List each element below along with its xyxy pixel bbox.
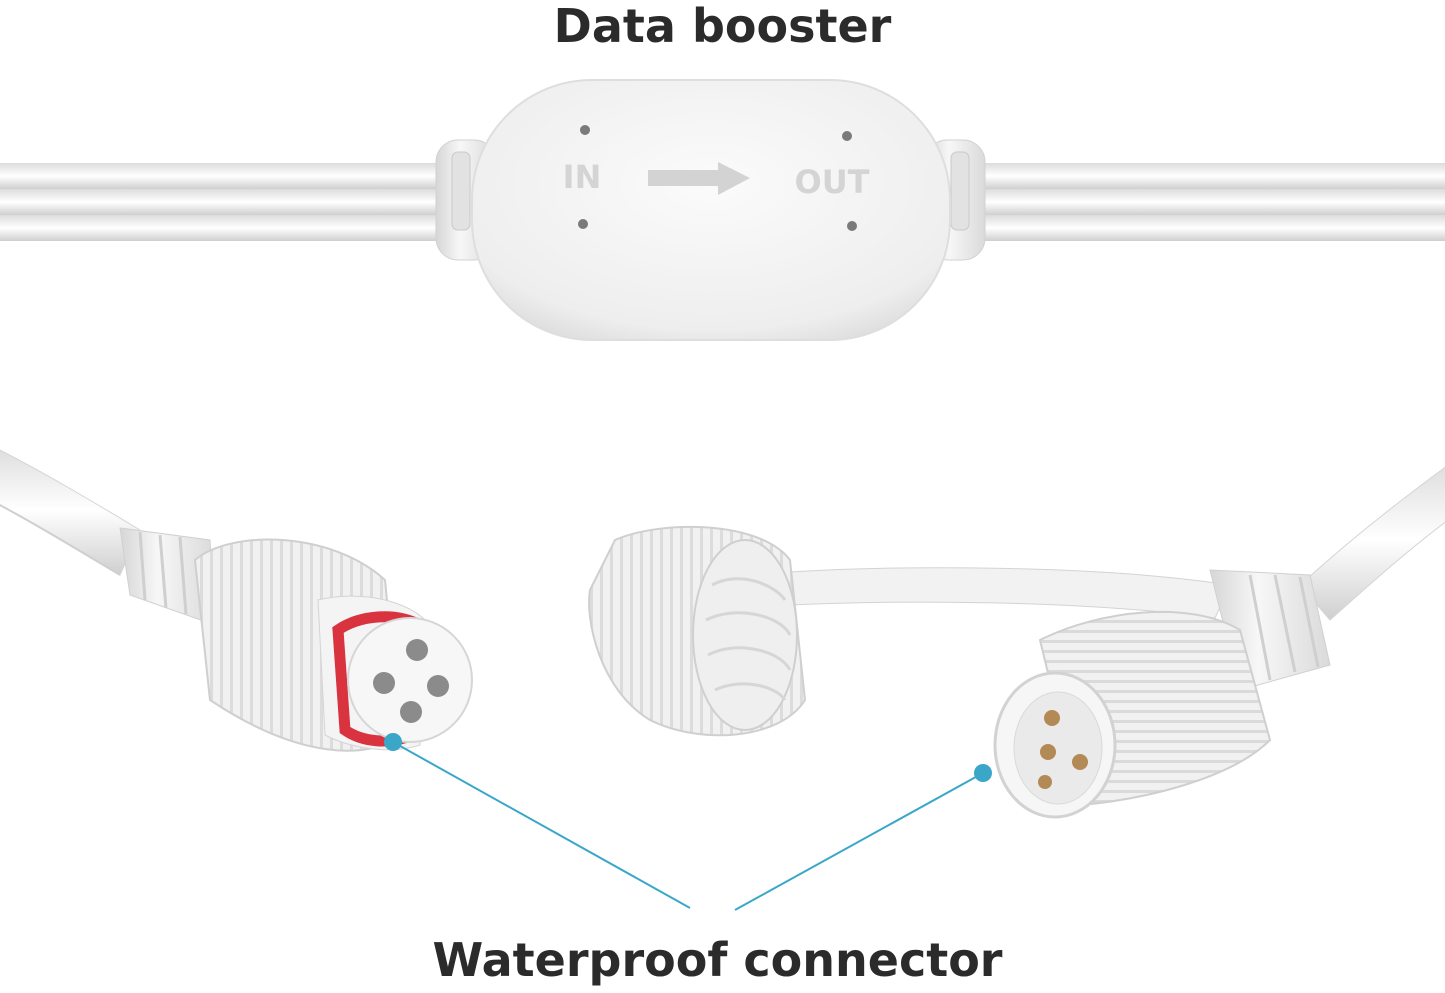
connector-pins	[1038, 710, 1088, 789]
callout-lines	[384, 733, 992, 911]
connector-cap-opening	[692, 539, 798, 731]
booster-in-label: IN	[563, 158, 602, 196]
callout-line-left	[392, 741, 691, 909]
female-connector	[0, 449, 473, 752]
waterproof-connector-title: Waterproof connector	[432, 933, 1003, 987]
arrow-right-icon	[648, 162, 750, 195]
callout-line-right	[734, 772, 984, 911]
socket-holes	[373, 639, 449, 723]
female-connector-cable	[0, 449, 141, 576]
male-connector	[588, 466, 1445, 819]
callout-dot-right	[974, 764, 992, 782]
booster-cable-right	[960, 163, 1445, 241]
male-connector-cable	[1299, 466, 1445, 621]
female-connector-socket-face	[347, 617, 473, 743]
booster-housing	[471, 79, 951, 341]
data-booster: IN OUT	[0, 79, 1445, 341]
callout-dot-left	[384, 733, 402, 751]
booster-out-label: OUT	[794, 163, 869, 201]
booster-screw-holes	[578, 125, 857, 231]
booster-cable-left	[0, 163, 450, 241]
cap-tether	[789, 567, 1231, 619]
data-booster-title: Data booster	[553, 0, 892, 53]
